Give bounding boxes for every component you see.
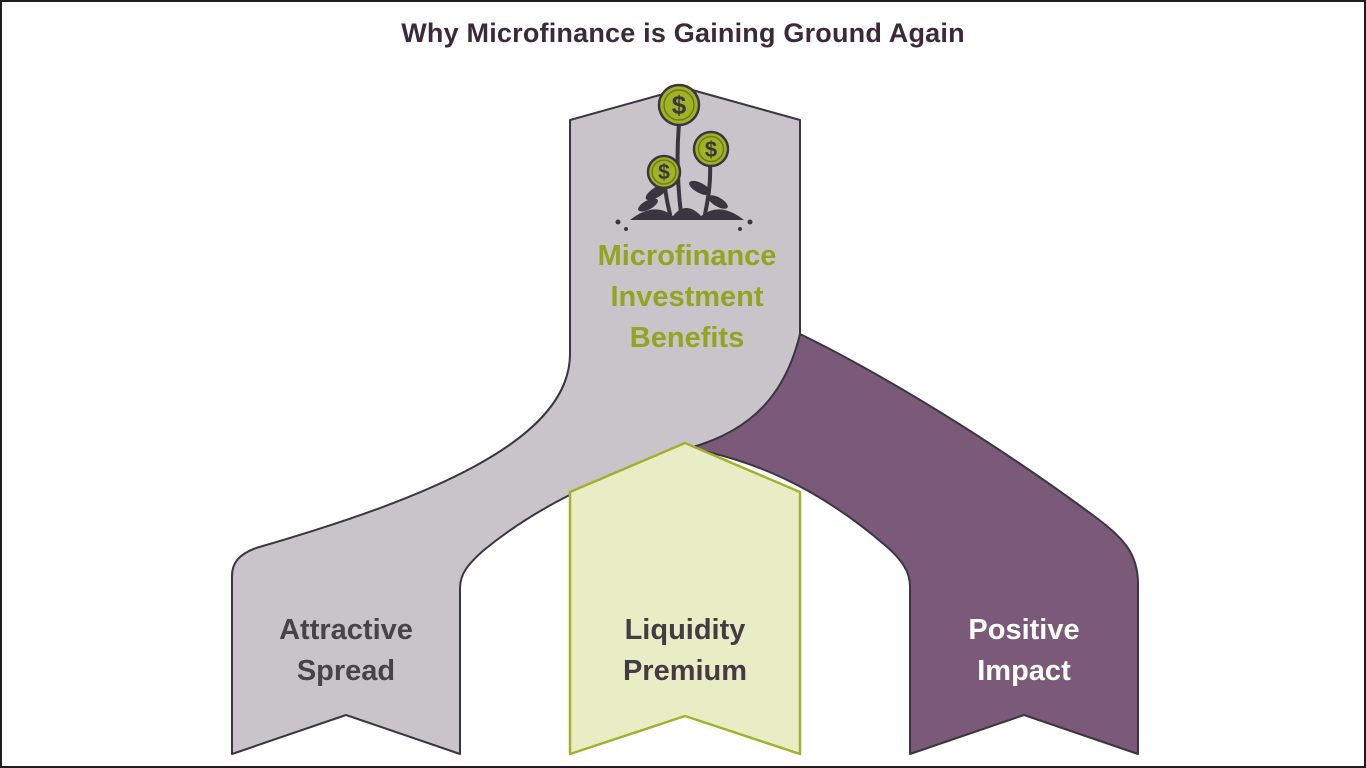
banner-label-liquidity-premium: Liquidity Premium <box>622 614 748 688</box>
dollar-sign: $ <box>658 161 670 184</box>
plant-leaf <box>689 180 711 196</box>
coin-inner-ring <box>663 89 695 121</box>
coin-inner-ring <box>697 135 725 163</box>
banner-label-attractive-spread: Attractive Spread <box>279 614 413 688</box>
plant-leaf <box>638 198 658 212</box>
coin-inner-ring <box>651 159 677 185</box>
soil-dot <box>747 219 753 225</box>
banner-label-positive-impact: Positive Impact <box>968 614 1080 688</box>
soil-dot <box>738 227 742 231</box>
page-title: Why Microfinance is Gaining Ground Again <box>401 18 965 48</box>
dollar-coin <box>657 83 701 127</box>
dollar-sign: $ <box>705 137 717 162</box>
branch-liquidity-premium-shape <box>568 441 802 756</box>
soil-dot <box>615 219 621 225</box>
plant-leaf <box>708 195 728 209</box>
dollar-coin-plant-icon: $ $ $ <box>615 83 753 231</box>
center-benefits-label: Microfinance Investment Benefits <box>597 240 777 355</box>
dollar-sign: $ <box>672 90 687 120</box>
soil-mound <box>630 208 744 220</box>
soil-dot <box>624 227 628 231</box>
branch-positive-impact-shape <box>689 333 1139 755</box>
